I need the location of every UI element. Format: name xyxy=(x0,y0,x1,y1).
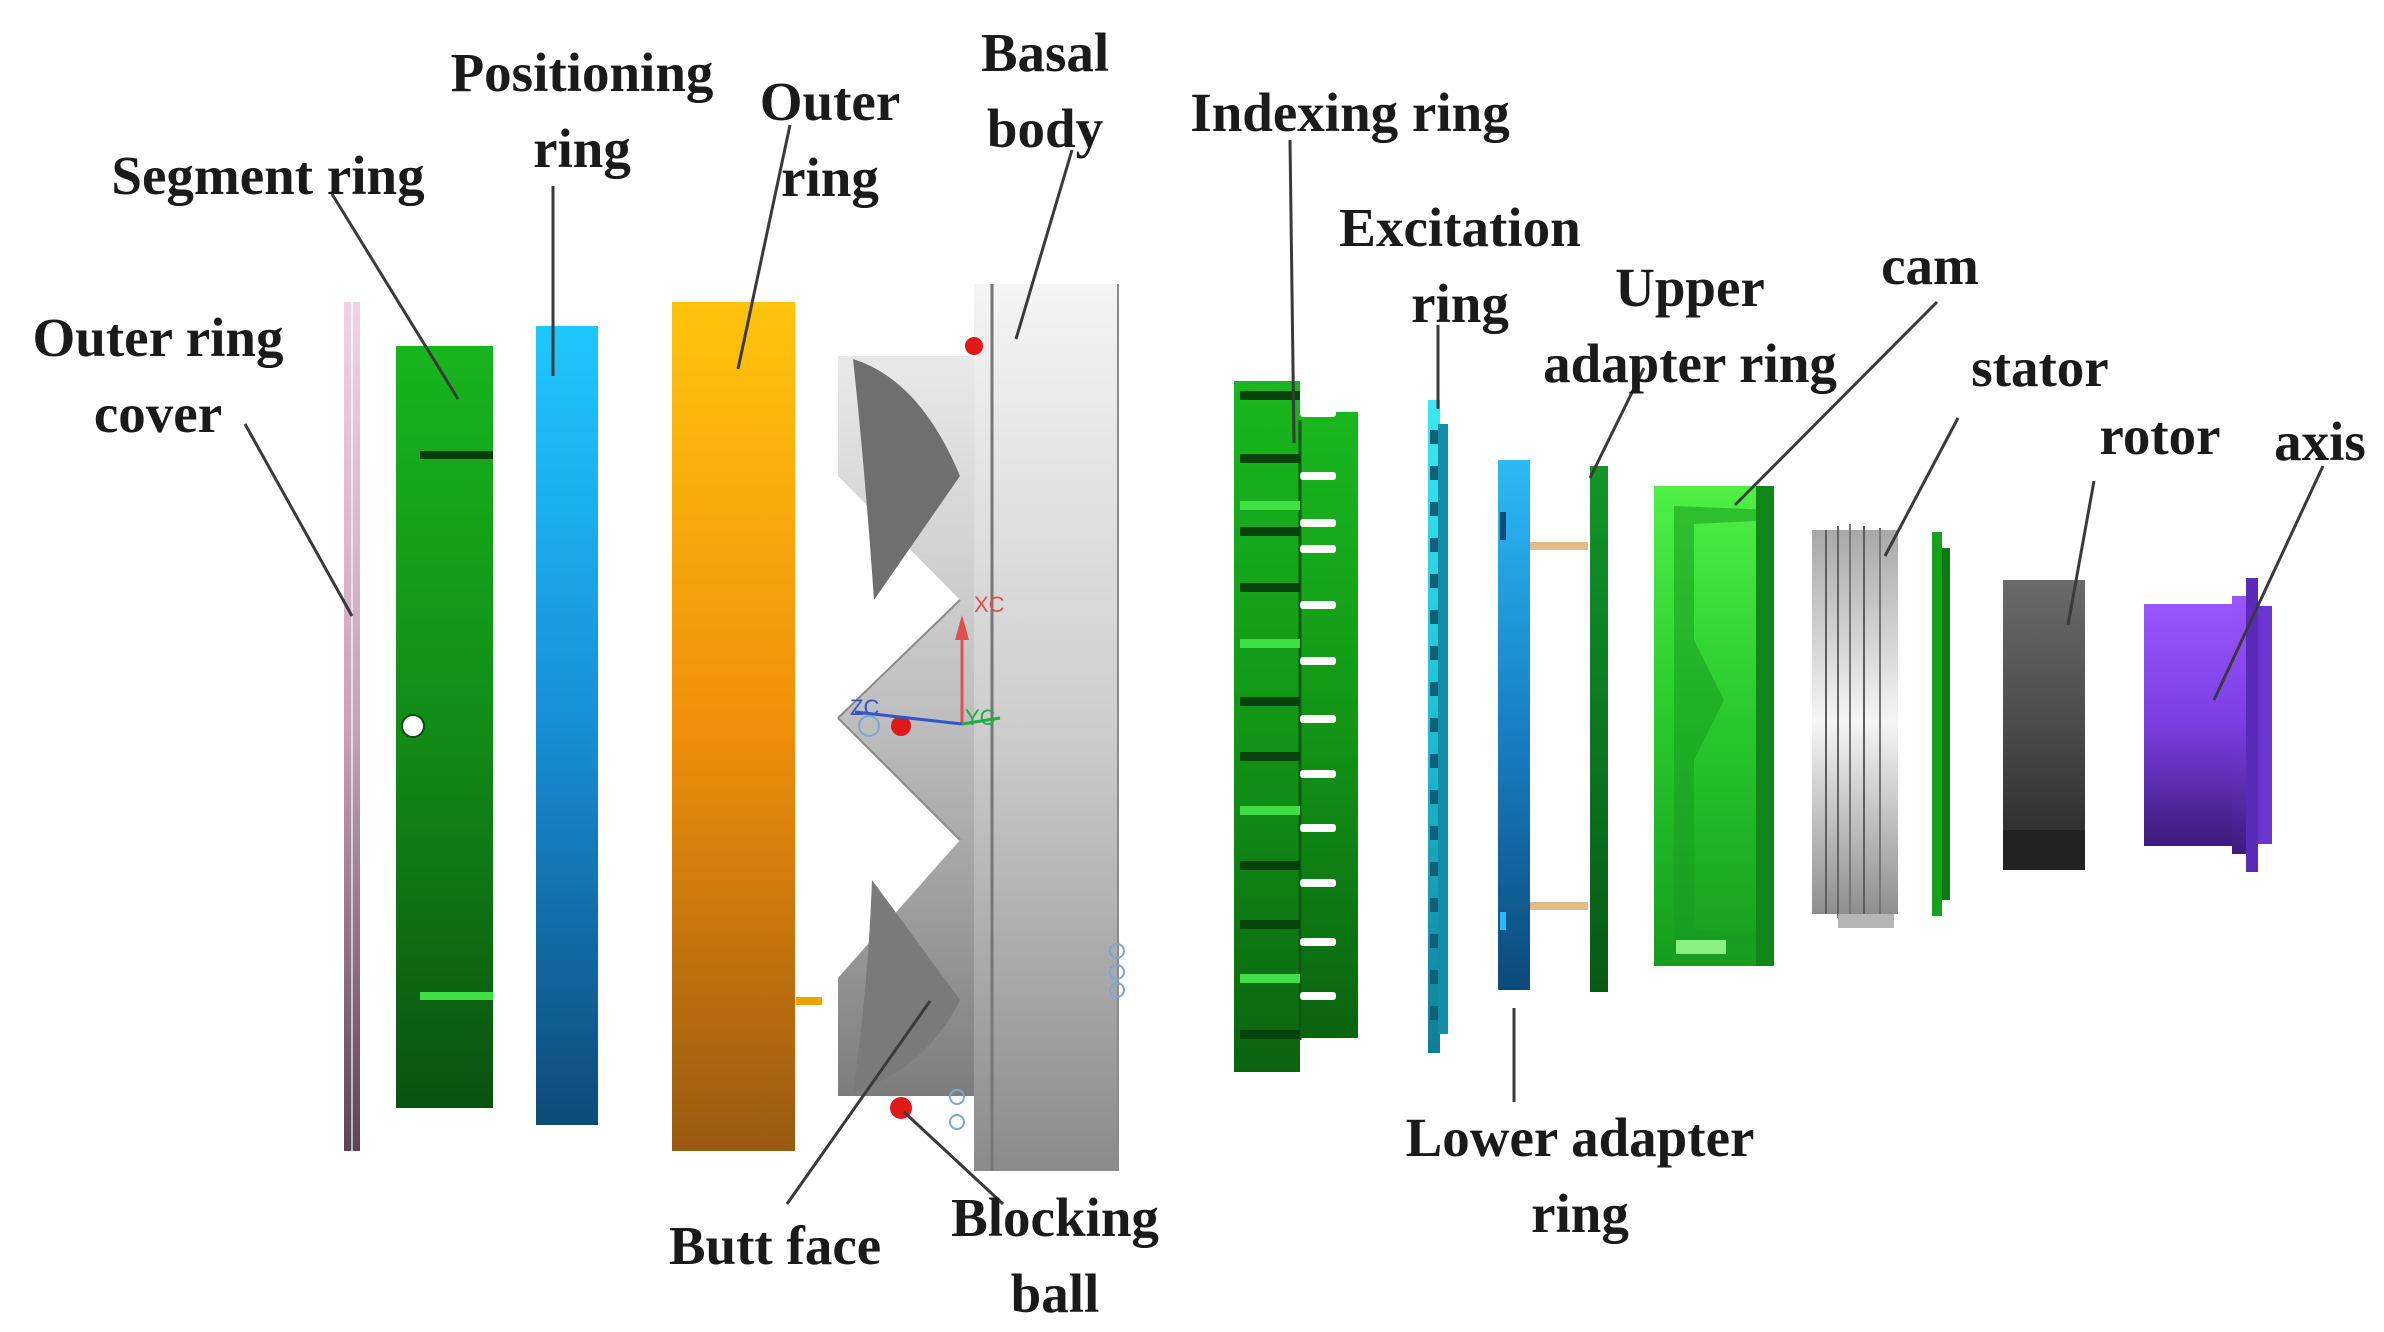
outer-ring-part xyxy=(672,302,822,1151)
indexing-notch xyxy=(1240,752,1300,761)
indexing-notch xyxy=(1240,527,1300,536)
excitation-mark xyxy=(1430,430,1438,444)
excitation-mark xyxy=(1430,970,1438,984)
coordinate-triad: XC YC ZC xyxy=(850,592,1005,730)
label-outer-ring: Outer ring xyxy=(759,71,901,208)
positioning-ring-part xyxy=(536,326,598,1125)
excitation-mark xyxy=(1430,790,1438,804)
excitation-marks xyxy=(1430,430,1438,1020)
indexing-notch xyxy=(1240,697,1300,706)
excitation-mark xyxy=(1430,718,1438,732)
label-butt-face: Butt face xyxy=(668,1215,882,1276)
excitation-mark xyxy=(1430,826,1438,840)
indexing-notch xyxy=(1240,920,1300,929)
basal-body-part xyxy=(974,284,1119,1171)
blocking-ball-group xyxy=(858,337,1125,1130)
excitation-mark xyxy=(1430,610,1438,624)
indexing-slot xyxy=(1300,938,1336,946)
label-rotor: rotor xyxy=(2099,405,2221,466)
excitation-mark xyxy=(1430,466,1438,480)
excitation-ring-part xyxy=(1428,400,1448,1053)
indexing-slot xyxy=(1300,519,1336,527)
indexing-slot xyxy=(1300,770,1336,778)
indexing-slot xyxy=(1300,715,1336,723)
cam-part xyxy=(1654,486,1774,966)
segment-ring-part xyxy=(396,346,493,1108)
indexing-notch xyxy=(1240,639,1300,648)
indexing-slot xyxy=(1300,1048,1336,1056)
label-positioning-ring: Positioning ring xyxy=(450,42,714,179)
excitation-mark xyxy=(1430,862,1438,876)
indexing-slot xyxy=(1300,657,1336,665)
excitation-mark xyxy=(1430,538,1438,552)
label-blocking-ball: Blocking ball xyxy=(951,1187,1159,1324)
outer-ring-cover-part xyxy=(344,302,360,1151)
indexing-notch xyxy=(1240,1030,1300,1039)
label-cam: cam xyxy=(1881,235,1979,296)
lower-adapter-ring-part xyxy=(1498,460,1588,990)
indexing-slot xyxy=(1300,545,1336,553)
indexing-notch xyxy=(1240,861,1300,870)
indexing-slot xyxy=(1300,879,1336,887)
indexing-slot xyxy=(1300,409,1336,417)
excitation-mark xyxy=(1430,754,1438,768)
label-indexing-ring: Indexing ring xyxy=(1190,82,1510,143)
indexing-slot xyxy=(1300,472,1336,480)
indexing-slot xyxy=(1300,992,1336,1000)
indexing-notch xyxy=(1240,454,1300,463)
label-outer-ring-cover: Outer ring cover xyxy=(32,307,284,444)
indexing-slot xyxy=(1300,601,1336,609)
rotor-part xyxy=(2003,580,2085,870)
indexing-notch xyxy=(1240,501,1300,510)
excitation-mark xyxy=(1430,1006,1438,1020)
label-axis: axis xyxy=(2274,411,2366,472)
excitation-mark xyxy=(1430,646,1438,660)
upper-adapter-ring-part xyxy=(1590,466,1608,992)
indexing-notch xyxy=(1240,974,1300,983)
excitation-mark xyxy=(1430,898,1438,912)
indexing-notch xyxy=(1240,583,1300,592)
label-stator: stator xyxy=(1971,337,2109,398)
axis-part xyxy=(2144,578,2272,872)
leader-lines xyxy=(243,124,2325,1206)
zc-label: ZC xyxy=(850,695,879,720)
excitation-mark xyxy=(1430,934,1438,948)
indexing-slot xyxy=(1300,824,1336,832)
excitation-mark xyxy=(1430,574,1438,588)
label-upper-adapter-ring: Upper adapter ring xyxy=(1543,257,1837,394)
excitation-mark xyxy=(1430,682,1438,696)
excitation-mark xyxy=(1430,502,1438,516)
stator-part xyxy=(1812,524,1950,928)
indexing-notch xyxy=(1240,391,1300,400)
indexing-ring-part xyxy=(1234,381,1358,1072)
indexing-notches xyxy=(1240,391,1336,1056)
label-lower-adapter-ring: Lower adapter ring xyxy=(1405,1107,1755,1244)
label-segment-ring: Segment ring xyxy=(111,145,425,206)
label-excitation-ring: Excitation ring xyxy=(1339,197,1581,334)
label-basal-body: Basal body xyxy=(980,22,1110,159)
indexing-notch xyxy=(1240,806,1300,815)
yc-label: YC xyxy=(965,705,996,730)
xc-label: XC xyxy=(974,592,1005,617)
